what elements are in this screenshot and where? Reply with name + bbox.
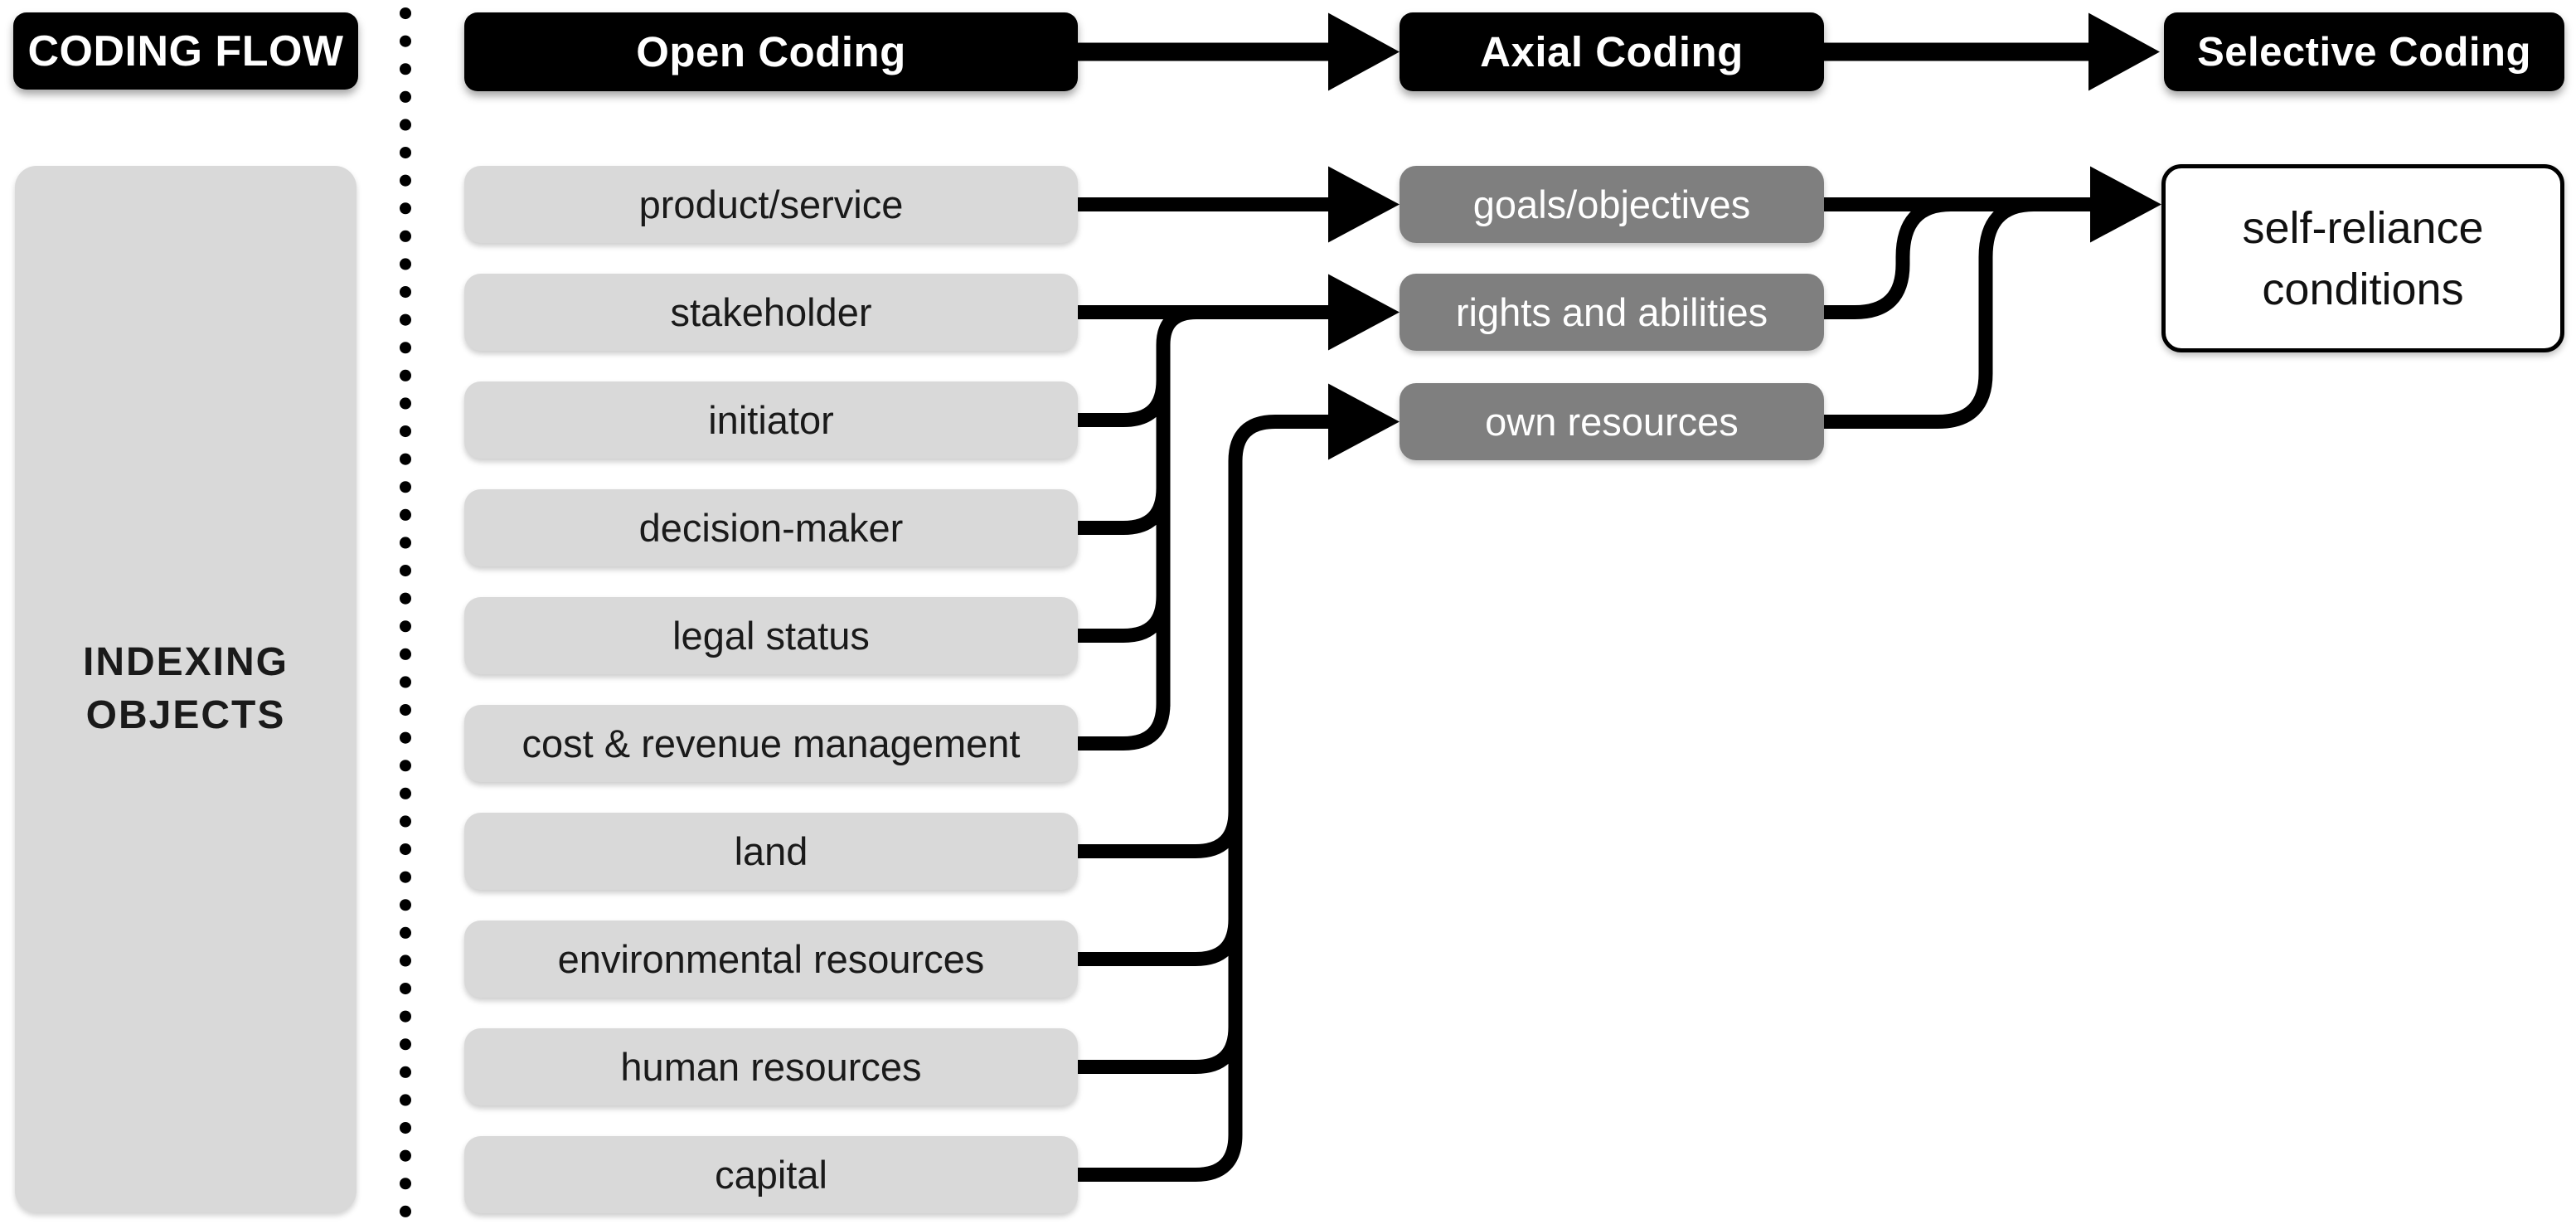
bus-line-own-resources: [1078, 415, 1335, 1182]
bus-line-rights: [1078, 305, 1197, 751]
indexing-objects-panel: INDEXING OBJECTS: [15, 166, 357, 1212]
open-coding-box-product-service: product/service: [464, 166, 1078, 243]
axial-coding-box-own-resources: own resources: [1400, 383, 1824, 460]
open-coding-box-environmental-resources: environmental resources: [464, 921, 1078, 998]
arrow-stakeholder-to-rights: [1078, 274, 1400, 351]
arrowhead-own-resources: [1328, 383, 1400, 460]
open-coding-box-capital: capital: [464, 1136, 1078, 1213]
open-coding-box-human-resources: human resources: [464, 1028, 1078, 1105]
open-coding-box-stakeholder: stakeholder: [464, 274, 1078, 351]
header-selective-coding: Selective Coding: [2164, 12, 2564, 91]
open-coding-box-initiator: initiator: [464, 381, 1078, 459]
header-axial-coding: Axial Coding: [1400, 12, 1824, 91]
axial-coding-box-rights-abilities: rights and abilities: [1400, 274, 1824, 351]
arrow-open-to-axial: [1078, 12, 1400, 91]
indexing-objects-line-2: OBJECTS: [85, 693, 286, 737]
self-reliance-line-2: conditions: [2262, 264, 2464, 314]
self-reliance-line-1: self-reliance: [2242, 202, 2484, 253]
coding-flow-badge: CODING FLOW: [13, 12, 358, 90]
self-reliance-conditions-box: self-reliance conditions: [2161, 164, 2564, 352]
arrow-axial-to-selective: [1824, 12, 2160, 91]
open-coding-box-cost-revenue: cost & revenue management: [464, 705, 1078, 782]
axial-coding-box-goals-objectives: goals/objectives: [1400, 166, 1824, 243]
arrow-axial-to-conditions: [1824, 166, 2161, 429]
indexing-objects-line-1: INDEXING: [82, 640, 289, 684]
arrow-product-to-goals: [1078, 166, 1400, 243]
open-coding-box-legal-status: legal status: [464, 597, 1078, 674]
header-open-coding: Open Coding: [464, 12, 1078, 91]
open-coding-box-land: land: [464, 813, 1078, 890]
open-coding-box-decision-maker: decision-maker: [464, 489, 1078, 566]
